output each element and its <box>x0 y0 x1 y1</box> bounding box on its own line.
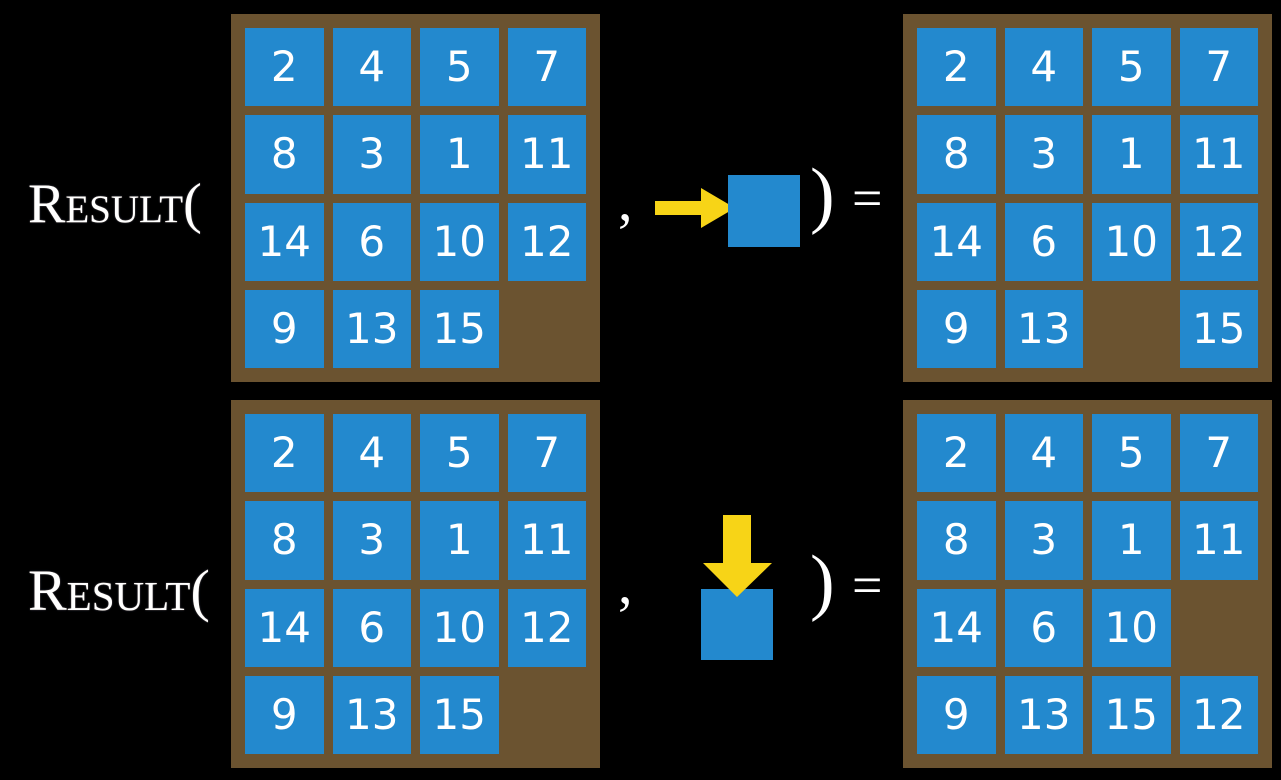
tile: 2 <box>917 28 996 107</box>
empty-slot <box>508 290 587 368</box>
tile: 14 <box>245 202 324 281</box>
tile: 1 <box>1092 501 1171 580</box>
tile: 12 <box>1179 675 1258 754</box>
tile: 4 <box>332 414 411 493</box>
tile: 9 <box>245 675 324 754</box>
tile: 15 <box>420 675 499 754</box>
argument-separator-comma-top: , <box>618 168 633 233</box>
blank-tile-glyph-top <box>728 175 800 247</box>
tile: 3 <box>332 501 411 580</box>
tile: 5 <box>1092 28 1171 107</box>
tile: 8 <box>245 115 324 194</box>
tile: 10 <box>1092 202 1171 281</box>
tile: 15 <box>1179 289 1258 368</box>
tile: 13 <box>1004 675 1083 754</box>
tile: 9 <box>917 675 996 754</box>
tile: 15 <box>1092 675 1171 754</box>
arrow-right-icon <box>655 186 737 230</box>
tile: 3 <box>1004 501 1083 580</box>
close-paren-top: ) <box>810 154 835 236</box>
empty-slot <box>508 676 587 754</box>
tile: 8 <box>917 115 996 194</box>
tile: 10 <box>1092 588 1171 667</box>
tile: 11 <box>507 501 586 580</box>
tile: 13 <box>332 289 411 368</box>
empty-slot <box>1092 290 1171 368</box>
tile: 7 <box>1179 28 1258 107</box>
tile: 12 <box>1179 202 1258 281</box>
tile: 2 <box>245 414 324 493</box>
input-board-bottom: 2 4 5 7 8 3 1 11 14 6 10 12 9 13 15 <box>231 400 600 768</box>
equals-sign-bottom: = <box>852 555 883 615</box>
tile: 10 <box>420 588 499 667</box>
tile: 13 <box>332 675 411 754</box>
tile: 15 <box>420 289 499 368</box>
result-function-label-top: Result( <box>28 173 202 235</box>
result-function-label-bottom: Result( <box>28 558 210 623</box>
tile: 10 <box>420 202 499 281</box>
tile: 6 <box>1004 588 1083 667</box>
tile: 1 <box>1092 115 1171 194</box>
tile: 14 <box>245 588 324 667</box>
output-board-top: 2 4 5 7 8 3 1 11 14 6 10 12 9 13 15 <box>903 14 1272 382</box>
tile: 14 <box>917 202 996 281</box>
tile: 2 <box>245 28 324 107</box>
tile: 8 <box>917 501 996 580</box>
tile: 11 <box>507 115 586 194</box>
tile: 5 <box>420 28 499 107</box>
tile: 6 <box>332 202 411 281</box>
tile: 14 <box>917 588 996 667</box>
blank-tile-glyph-bottom <box>701 589 773 660</box>
arrow-down-icon <box>700 515 776 599</box>
tile: 13 <box>1004 289 1083 368</box>
tile: 4 <box>1004 414 1083 493</box>
tile: 4 <box>1004 28 1083 107</box>
tile: 11 <box>1179 501 1258 580</box>
output-board-bottom: 2 4 5 7 8 3 1 11 14 6 10 9 13 15 12 <box>903 400 1272 768</box>
tile: 12 <box>507 588 586 667</box>
empty-slot <box>1180 589 1259 667</box>
tile: 5 <box>1092 414 1171 493</box>
tile: 9 <box>917 289 996 368</box>
tile: 6 <box>332 588 411 667</box>
tile: 1 <box>420 115 499 194</box>
tile: 7 <box>1179 414 1258 493</box>
tile: 9 <box>245 289 324 368</box>
tile: 8 <box>245 501 324 580</box>
tile: 4 <box>332 28 411 107</box>
tile: 5 <box>420 414 499 493</box>
tile: 2 <box>917 414 996 493</box>
tile: 1 <box>420 501 499 580</box>
tile: 3 <box>1004 115 1083 194</box>
equals-sign-top: = <box>852 168 883 228</box>
argument-separator-comma-bottom: , <box>618 551 633 616</box>
close-paren-bottom: ) <box>810 541 835 623</box>
tile: 3 <box>332 115 411 194</box>
tile: 12 <box>507 202 586 281</box>
tile: 11 <box>1179 115 1258 194</box>
tile: 7 <box>507 28 586 107</box>
tile: 7 <box>507 414 586 493</box>
input-board-top: 2 4 5 7 8 3 1 11 14 6 10 12 9 13 15 <box>231 14 600 382</box>
tile: 6 <box>1004 202 1083 281</box>
